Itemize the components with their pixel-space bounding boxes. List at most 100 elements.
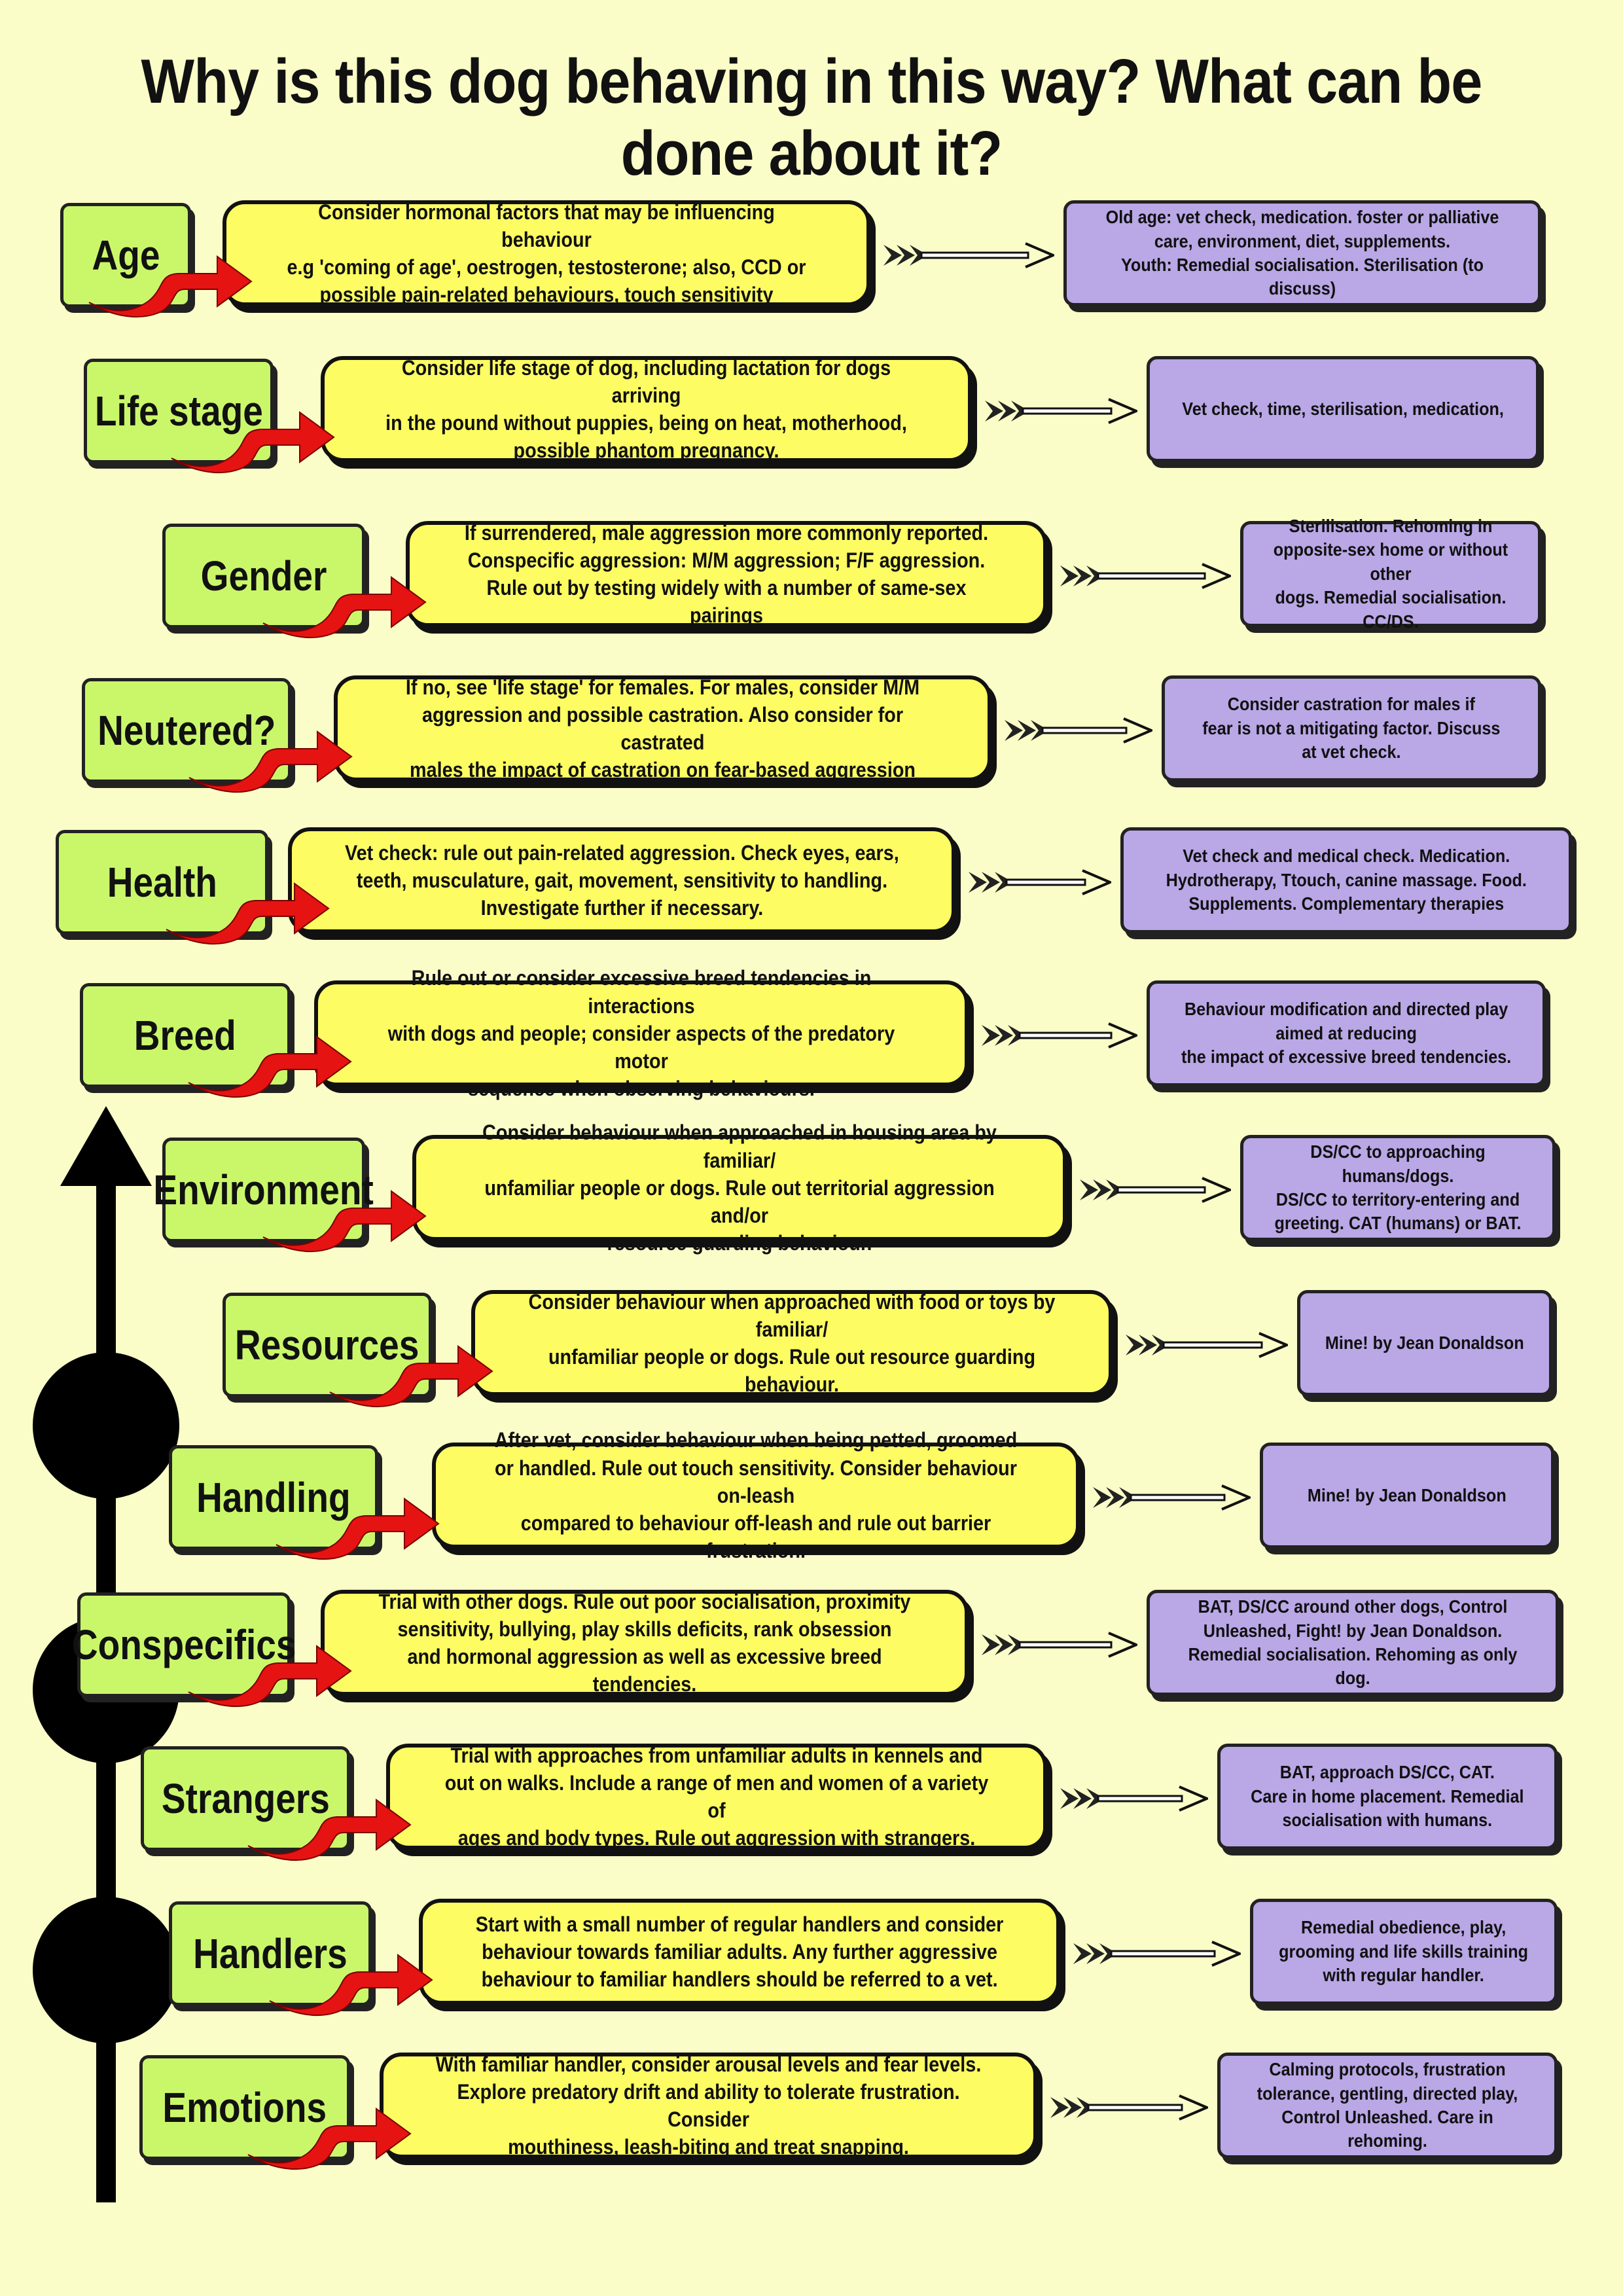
action-line: Supplements. Complementary therapies [1188, 893, 1504, 914]
factor-label-text: Age [92, 232, 160, 279]
squiggle-arrow-icon [329, 1345, 493, 1408]
factor-label: Handling [169, 1445, 378, 1550]
action-box: Vet check, time, sterilisation, medicati… [1147, 356, 1539, 462]
action-line: dogs. Remedial socialisation. CC/DS. [1275, 587, 1507, 632]
factor-label-text: Neutered? [97, 707, 276, 754]
consideration-line: and hormonal aggression as well as exces… [407, 1645, 882, 1696]
action-line: Vet check, time, sterilisation, medicati… [1182, 398, 1504, 419]
action-box: Mine! by Jean Donaldson [1297, 1290, 1552, 1396]
consideration-line: Consider behaviour when approached in ho… [482, 1121, 997, 1172]
flow-row: Rule out or consider excessive breed ten… [0, 966, 1623, 1101]
factor-label: Conspecifics [72, 1592, 296, 1697]
consideration-line: After vet, consider behaviour when being… [494, 1428, 1018, 1452]
flow-row: Consider behaviour when approached with … [0, 1290, 1623, 1410]
connector-arrow-icon [883, 242, 1054, 268]
action-line: grooming and life skills training [1279, 1941, 1529, 1962]
flow-row: Consider life stage of dog, including la… [0, 356, 1623, 476]
factor-label-text: Breed [134, 1012, 237, 1059]
connector-arrow-icon [1060, 563, 1231, 589]
factor-label-text: Resources [235, 1321, 419, 1369]
consideration-line: possible pain-related behaviours, touch … [319, 283, 774, 307]
squiggle-arrow-icon [171, 411, 335, 474]
consideration-line: Investigate further if necessary. [480, 896, 763, 920]
action-box: Remedial obedience, play,grooming and li… [1250, 1899, 1558, 2005]
action-line: Youth: Remedial socialisation. Sterilisa… [1120, 255, 1484, 299]
factor-label: Health [56, 830, 268, 935]
action-line: opposite-sex home or without other [1273, 539, 1508, 584]
consideration-box: Consider life stage of dog, including la… [321, 356, 972, 462]
consideration-line: Explore predatory drift and ability to t… [457, 2079, 960, 2131]
action-line: care, environment, diet, supplements. [1154, 230, 1451, 251]
consideration-line: with dogs and people; consider aspects o… [387, 1021, 895, 1073]
action-line: Mine! by Jean Donaldson [1308, 1484, 1507, 1505]
consideration-line: e.g 'coming of age', oestrogen, testoste… [287, 255, 806, 279]
consideration-line: Consider life stage of dog, including la… [401, 355, 891, 407]
squiggle-arrow-icon [188, 1035, 352, 1098]
action-line: Remedial socialisation. Rehoming as only… [1188, 1644, 1518, 1689]
consideration-box: Trial with approaches from unfamiliar ad… [386, 1744, 1047, 1850]
consideration-box: Consider hormonal factors that may be in… [223, 200, 870, 306]
action-line: Hydrotherapy, Ttouch, canine massage. Fo… [1166, 869, 1527, 890]
consideration-line: Trial with other dogs. Rule out poor soc… [378, 1589, 911, 1613]
consideration-line: behaviour towards familiar adults. Any f… [482, 1939, 997, 1964]
consideration-box: Vet check: rule out pain-related aggress… [288, 827, 955, 933]
flow-row: Start with a small number of regular han… [0, 1899, 1623, 2019]
action-line: with regular handler. [1323, 1965, 1485, 1986]
factor-label-text: Emotions [162, 2084, 327, 2131]
factor-label-text: Environment [153, 1166, 374, 1213]
action-line: BAT, approach DS/CC, CAT. [1279, 1762, 1495, 1783]
consideration-line: If no, see 'life stage' for females. For… [405, 675, 920, 699]
action-line: Care in home placement. Remedial [1251, 1785, 1524, 1806]
action-line: Consider castration for males if [1227, 694, 1476, 715]
factor-label-text: Strangers [161, 1775, 330, 1822]
connector-arrow-icon [982, 1022, 1137, 1049]
consideration-line: Start with a small number of regular han… [475, 1912, 1004, 1936]
consideration-box: After vet, consider behaviour when being… [432, 1428, 1080, 1562]
factor-label: Neutered? [82, 678, 291, 783]
factor-label: Breed [80, 983, 291, 1088]
factor-label-text: Health [107, 859, 217, 906]
action-line: DS/CC to approaching humans/dogs. [1310, 1141, 1486, 1186]
flow-row: Vet check: rule out pain-related aggress… [0, 827, 1623, 948]
timeline-node-3 [33, 1897, 179, 2043]
factor-label-text: Life stage [94, 387, 263, 435]
consideration-line: mouthiness, leash-biting and treat snapp… [508, 2135, 909, 2159]
flow-row: If no, see 'life stage' for females. For… [0, 675, 1623, 796]
action-line: socialisation with humans. [1282, 1810, 1493, 1831]
action-box: DS/CC to approaching humans/dogs.DS/CC t… [1240, 1135, 1556, 1241]
consideration-box: Start with a small number of regular han… [419, 1899, 1060, 2005]
flow-row: Trial with approaches from unfamiliar ad… [0, 1744, 1623, 1864]
consideration-line: possible phantom pregnancy. [513, 439, 779, 463]
squiggle-arrow-icon [262, 1190, 427, 1253]
flow-row: Consider behaviour when approached in ho… [0, 1121, 1623, 1255]
connector-arrow-icon [1050, 2094, 1208, 2121]
consideration-line: males the impact of castration on fear-b… [409, 758, 916, 782]
consideration-line: Conspecific aggression: M/M aggression; … [467, 548, 986, 572]
consideration-box: If surrendered, male aggression more com… [406, 521, 1047, 627]
consideration-line: aggression and possible castration. Also… [421, 702, 904, 754]
factor-label-text: Handling [196, 1474, 351, 1521]
consideration-line: Trial with approaches from unfamiliar ad… [450, 1743, 983, 1767]
squiggle-arrow-icon [247, 2108, 412, 2170]
factor-label: Resources [223, 1293, 432, 1397]
consideration-line: sequence when observing behaviours. [468, 1077, 815, 1101]
timeline-arrowhead [60, 1106, 152, 1186]
consideration-line: Rule out by testing widely with a number… [486, 576, 967, 628]
connector-arrow-icon [1126, 1332, 1288, 1358]
factor-label: Life stage [84, 359, 274, 463]
action-line: Vet check and medical check. Medication. [1182, 846, 1510, 867]
timeline-node-1 [33, 1352, 179, 1499]
action-line: tolerance, gentling, directed play, [1257, 2083, 1518, 2104]
action-box: Old age: vet check, medication. foster o… [1063, 200, 1541, 306]
consideration-line: Rule out or consider excessive breed ten… [411, 966, 872, 1018]
flow-row: Trial with other dogs. Rule out poor soc… [0, 1590, 1623, 1710]
page-title: Why is this dog behaving in this way? Wh… [141, 46, 1483, 188]
factor-label-text: Handlers [193, 1930, 348, 1977]
consideration-line: ages and body types. Rule out aggression… [457, 1826, 976, 1850]
connector-arrow-icon [1060, 1785, 1208, 1812]
consideration-line: in the pound without puppies, being on h… [385, 411, 907, 435]
consideration-line: teeth, musculature, gait, movement, sens… [356, 868, 887, 892]
consideration-line: Consider behaviour when approached with … [528, 1289, 1056, 1341]
squiggle-arrow-icon [188, 1645, 352, 1708]
